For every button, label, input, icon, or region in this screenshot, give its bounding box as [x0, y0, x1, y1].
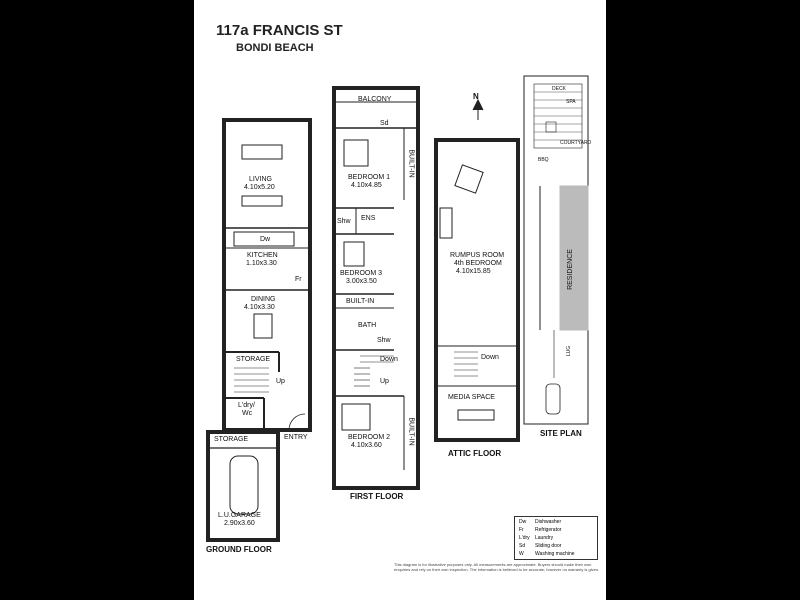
ground-up-label: Up: [276, 378, 285, 385]
address-title: 117a FRANCIS ST: [216, 22, 343, 39]
bedroom2-dims: 4.10x3.60: [351, 442, 382, 449]
ground-floor-outline: [222, 118, 312, 432]
legend-box: Dw Dishwasher Fr Refrigerator L'dry Laundry…: [514, 516, 598, 560]
north-arrow: [472, 98, 484, 120]
bbq-label: BBQ: [538, 157, 549, 163]
attic-down-label: Down: [481, 354, 499, 361]
courtyard-label: COURTYARD: [560, 140, 592, 146]
builtin-top-label: BUILT-IN: [407, 149, 415, 178]
balcony-label: BALCONY: [358, 96, 392, 103]
site-plan-title: SITE PLAN: [540, 429, 582, 438]
garage-dims: 2.90x3.60: [224, 520, 255, 527]
lug-label: LUG: [566, 345, 573, 357]
storage-lower-label: STORAGE: [214, 436, 249, 443]
disclaimer-text: This diagram is for illustrative purpose…: [394, 562, 600, 572]
bedroom1-label: BEDROOM 1: [348, 174, 391, 181]
dining-dims: 4.10x3.30: [244, 304, 275, 311]
living-dims: 4.10x5.20: [244, 184, 275, 191]
suburb-title: BONDI BEACH: [236, 42, 314, 54]
laundry-label: L'dry/: [238, 402, 255, 409]
storage-upper-label: STORAGE: [236, 356, 271, 363]
dining-label: DINING: [251, 296, 276, 303]
ground-floor-title: GROUND FLOOR: [206, 545, 272, 554]
first-floor-outline: [332, 86, 420, 490]
floor-plan-drawing: [206, 75, 589, 542]
legend-key-ldry: L'dry: [519, 535, 530, 541]
kitchen-dims: 1.10x3.30: [246, 260, 277, 267]
legend-key-w: W: [519, 551, 524, 557]
first-floor-title: FIRST FLOOR: [350, 492, 404, 501]
attic-floor-title: ATTIC FLOOR: [448, 449, 502, 458]
legend-val-dw: Dishwasher: [535, 519, 562, 525]
rumpus-label: RUMPUS ROOM: [450, 252, 505, 259]
north-label: N: [473, 92, 479, 101]
legend-val-ldry: Laundry: [535, 535, 554, 541]
builtin-bottom-label: BUILT-IN: [407, 417, 415, 446]
legend-key-fr: Fr: [519, 527, 524, 533]
rumpus-dims: 4.10x15.85: [456, 268, 491, 275]
garage-label: L.U.GARAGE: [218, 512, 261, 519]
bedroom1-dims: 4.10x4.85: [351, 182, 382, 189]
shower1-label: Shw: [337, 218, 351, 225]
deck-label: DECK: [552, 86, 566, 92]
sliding-door-label: Sd: [380, 120, 389, 127]
legend-val-sd: Sliding door: [535, 543, 562, 549]
wc-label: Wc: [242, 410, 253, 417]
bath-label: BATH: [358, 322, 377, 329]
bedroom3-label: BEDROOM 3: [340, 270, 383, 277]
legend-val-fr: Refrigerator: [535, 527, 562, 533]
dishwasher-label: Dw: [260, 236, 271, 243]
garage-outline: [206, 430, 280, 542]
fridge-label: Fr: [295, 276, 302, 283]
rumpus-sub-label: 4th BEDROOM: [454, 260, 502, 267]
bedroom2-label: BEDROOM 2: [348, 434, 391, 441]
builtin-mid-label: BUILT-IN: [346, 298, 375, 305]
first-up-label: Up: [380, 378, 389, 385]
residence-label: RESIDENCE: [566, 249, 574, 290]
entry-label: ENTRY: [284, 434, 308, 441]
media-space-label: MEDIA SPACE: [448, 394, 495, 401]
ensuite-label: ENS: [361, 215, 376, 222]
legend-val-w: Washing machine: [535, 551, 575, 557]
living-label: LIVING: [249, 176, 272, 183]
shower2-label: Shw: [377, 337, 391, 344]
attic-floor-outline: [434, 138, 520, 442]
spa-label: SPA: [566, 99, 576, 105]
kitchen-label: KITCHEN: [247, 252, 278, 259]
first-down-label: Down: [380, 356, 398, 363]
legend-key-dw: Dw: [519, 519, 527, 525]
bedroom3-dims: 3.00x3.50: [346, 278, 377, 285]
legend-key-sd: Sd: [519, 543, 526, 549]
floor-plan-sheet: 117a FRANCIS ST BONDI BEACH: [194, 0, 606, 600]
